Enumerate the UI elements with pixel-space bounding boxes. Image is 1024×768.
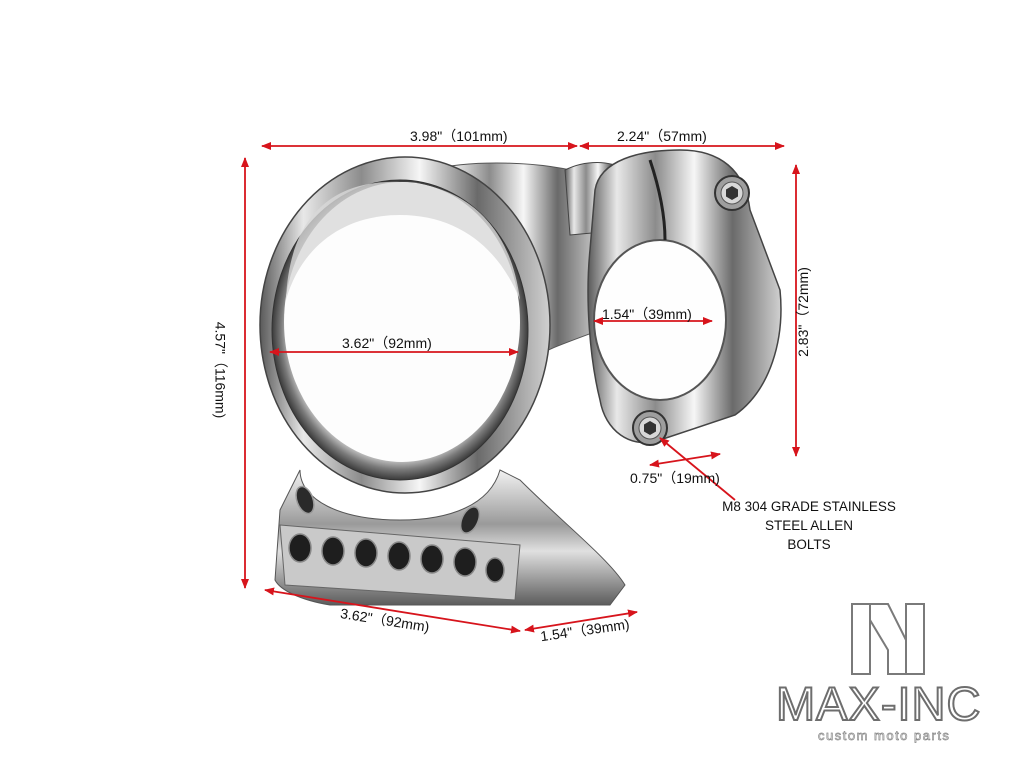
clamp-split-line	[648, 159, 667, 241]
label-clamp-height: 2.83"（72mm)	[794, 267, 811, 357]
label-clamp-bore: 1.54"（39mm)	[602, 306, 692, 322]
arrow-bolt-pointer	[659, 437, 736, 501]
ring-inner-shade	[286, 181, 520, 300]
label-gauge-inner-diameter: 3.62"（92mm)	[342, 335, 432, 351]
bolt-note-line-3: BOLTS	[787, 537, 831, 552]
base-holes	[288, 533, 505, 583]
arrow-base-length	[264, 587, 521, 634]
dimension-arrows	[241, 142, 800, 634]
label-top-left-width: 3.98"（101mm)	[410, 128, 508, 144]
gauge-ring-bore	[284, 182, 520, 462]
label-top-right-width: 2.24"（57mm)	[617, 128, 707, 144]
bottom-allen-bolt	[632, 410, 668, 446]
bolt-note-line-2: STEEL ALLEN	[764, 518, 854, 533]
label-overall-height: 4.57"（116mm)	[212, 321, 229, 419]
bolt-callout-note: M8 304 GRADE STAINLESS STEEL ALLEN BOLTS	[706, 497, 912, 554]
brand-logo-mark	[851, 603, 925, 675]
brand-tagline: custom moto parts	[818, 728, 951, 744]
base-side-slots	[295, 485, 481, 534]
label-bolt-offset: 0.75"（19mm)	[630, 470, 720, 486]
top-allen-bolt	[714, 175, 750, 211]
arrow-base-depth	[524, 609, 638, 633]
gauge-mount	[259, 149, 782, 606]
brand-name: MAX-INC	[775, 676, 982, 731]
bolt-note-line-1: M8 304 GRADE STAINLESS	[722, 499, 896, 514]
